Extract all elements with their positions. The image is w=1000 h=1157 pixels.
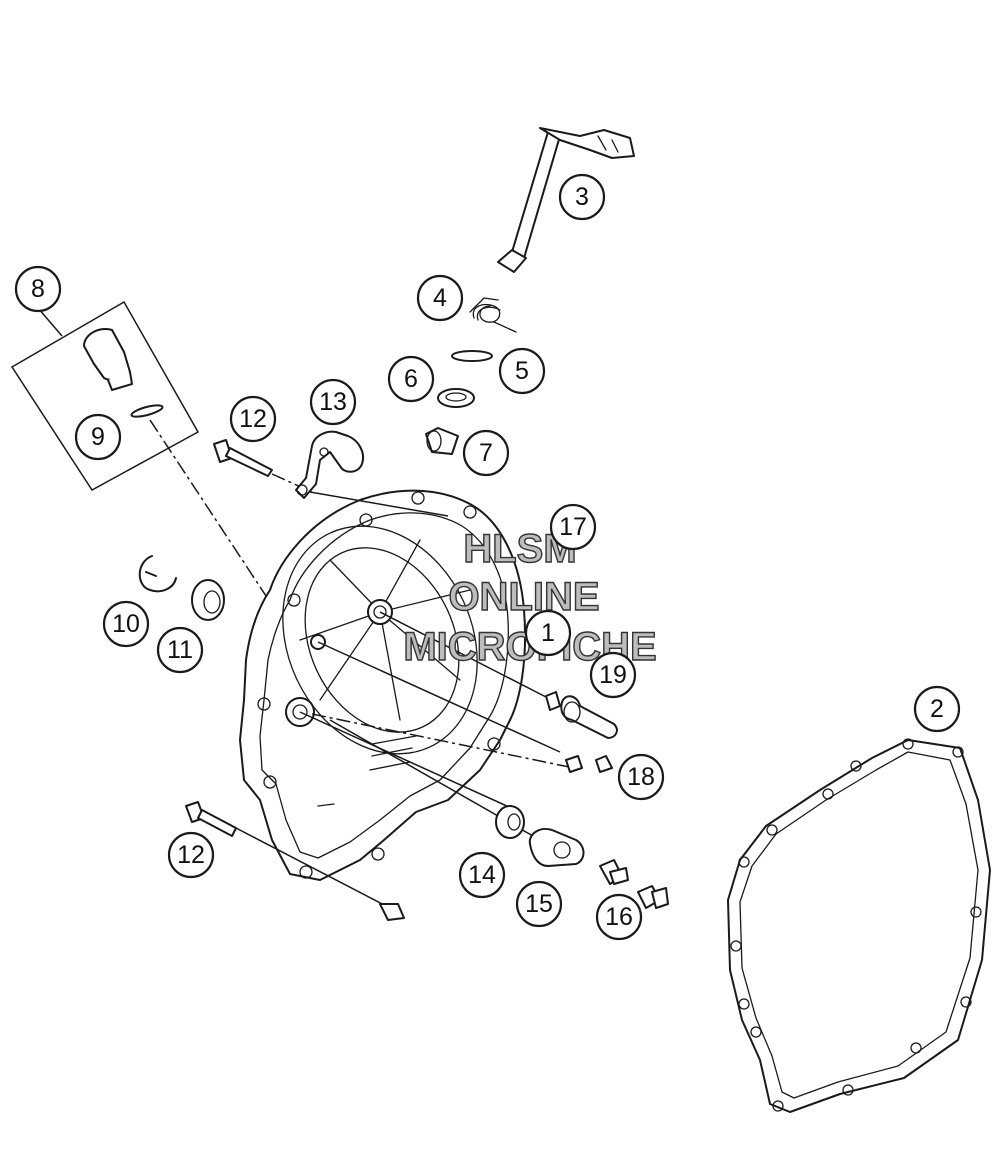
svg-text:18: 18 <box>627 763 655 791</box>
callout-12-lower: 12 <box>167 831 215 879</box>
watermark-line-2: ONLINE <box>448 575 599 619</box>
svg-text:19: 19 <box>599 661 627 689</box>
callout-layer: 1 2 3 4 5 6 7 8 9 10 11 12 12 13 14 15 1… <box>14 173 961 941</box>
watermark: HLSM ONLINE MICROFICHE <box>403 526 658 669</box>
svg-text:2: 2 <box>930 695 944 723</box>
svg-text:4: 4 <box>433 284 447 312</box>
part-9-o-ring <box>130 404 164 418</box>
part-19-shaft <box>545 691 618 739</box>
callout-16: 16 <box>595 893 643 941</box>
part-8-oil-filler-plug <box>83 328 133 391</box>
callout-2: 2 <box>913 685 961 733</box>
part-7-needle-bearing <box>425 427 459 455</box>
part-3-clutch-lever <box>497 127 635 273</box>
callout-3: 3 <box>558 173 606 221</box>
callout-1: 1 <box>524 609 572 657</box>
part-14-spacer <box>495 805 525 839</box>
part-13-bracket <box>295 430 364 499</box>
callout-6: 6 <box>387 355 435 403</box>
callout-13: 13 <box>309 378 357 426</box>
svg-text:8: 8 <box>31 275 45 303</box>
svg-text:12: 12 <box>239 405 267 433</box>
callout-9: 9 <box>74 413 122 461</box>
svg-text:15: 15 <box>525 890 553 918</box>
part-11-shaft-seal <box>191 579 225 621</box>
part-10-circlip <box>138 555 177 593</box>
watermark-line-1: HLSM <box>463 527 576 571</box>
svg-text:12: 12 <box>177 841 205 869</box>
svg-text:13: 13 <box>319 388 347 416</box>
part-6-seal <box>437 388 475 408</box>
callout-11: 11 <box>156 626 204 674</box>
svg-text:6: 6 <box>404 365 418 393</box>
svg-text:7: 7 <box>479 439 493 467</box>
callout-10: 10 <box>102 600 150 648</box>
part-2-cover-gasket <box>727 738 991 1113</box>
callout-18: 18 <box>617 753 665 801</box>
callout-8: 8 <box>14 265 62 313</box>
callout-17: 17 <box>549 503 597 551</box>
svg-text:5: 5 <box>515 357 529 385</box>
part-12-bolt-upper <box>213 439 313 493</box>
callout-7: 7 <box>462 429 510 477</box>
part-4-spring <box>469 297 517 333</box>
part-16-bolts <box>599 859 669 909</box>
callout-12-upper: 12 <box>229 395 277 443</box>
part-15-retaining-plate <box>528 828 585 867</box>
part-8-9-kit-box <box>10 300 200 491</box>
assembly-axis-lines <box>235 491 575 909</box>
part-18-screws <box>565 755 613 773</box>
svg-text:16: 16 <box>605 903 633 931</box>
svg-text:1: 1 <box>541 619 555 647</box>
callout-5: 5 <box>498 347 546 395</box>
part-5-washer <box>451 350 493 362</box>
callout-4: 4 <box>416 274 464 322</box>
callout-15: 15 <box>515 880 563 928</box>
svg-text:14: 14 <box>468 861 496 889</box>
svg-text:17: 17 <box>559 513 587 541</box>
callout-19: 19 <box>589 651 637 699</box>
svg-text:11: 11 <box>167 636 193 664</box>
svg-text:9: 9 <box>91 423 105 451</box>
leader-line-9 <box>149 419 271 603</box>
part-12-bolt-lower <box>185 801 405 921</box>
svg-text:3: 3 <box>575 183 589 211</box>
svg-text:10: 10 <box>112 610 140 638</box>
callout-14: 14 <box>458 851 506 899</box>
